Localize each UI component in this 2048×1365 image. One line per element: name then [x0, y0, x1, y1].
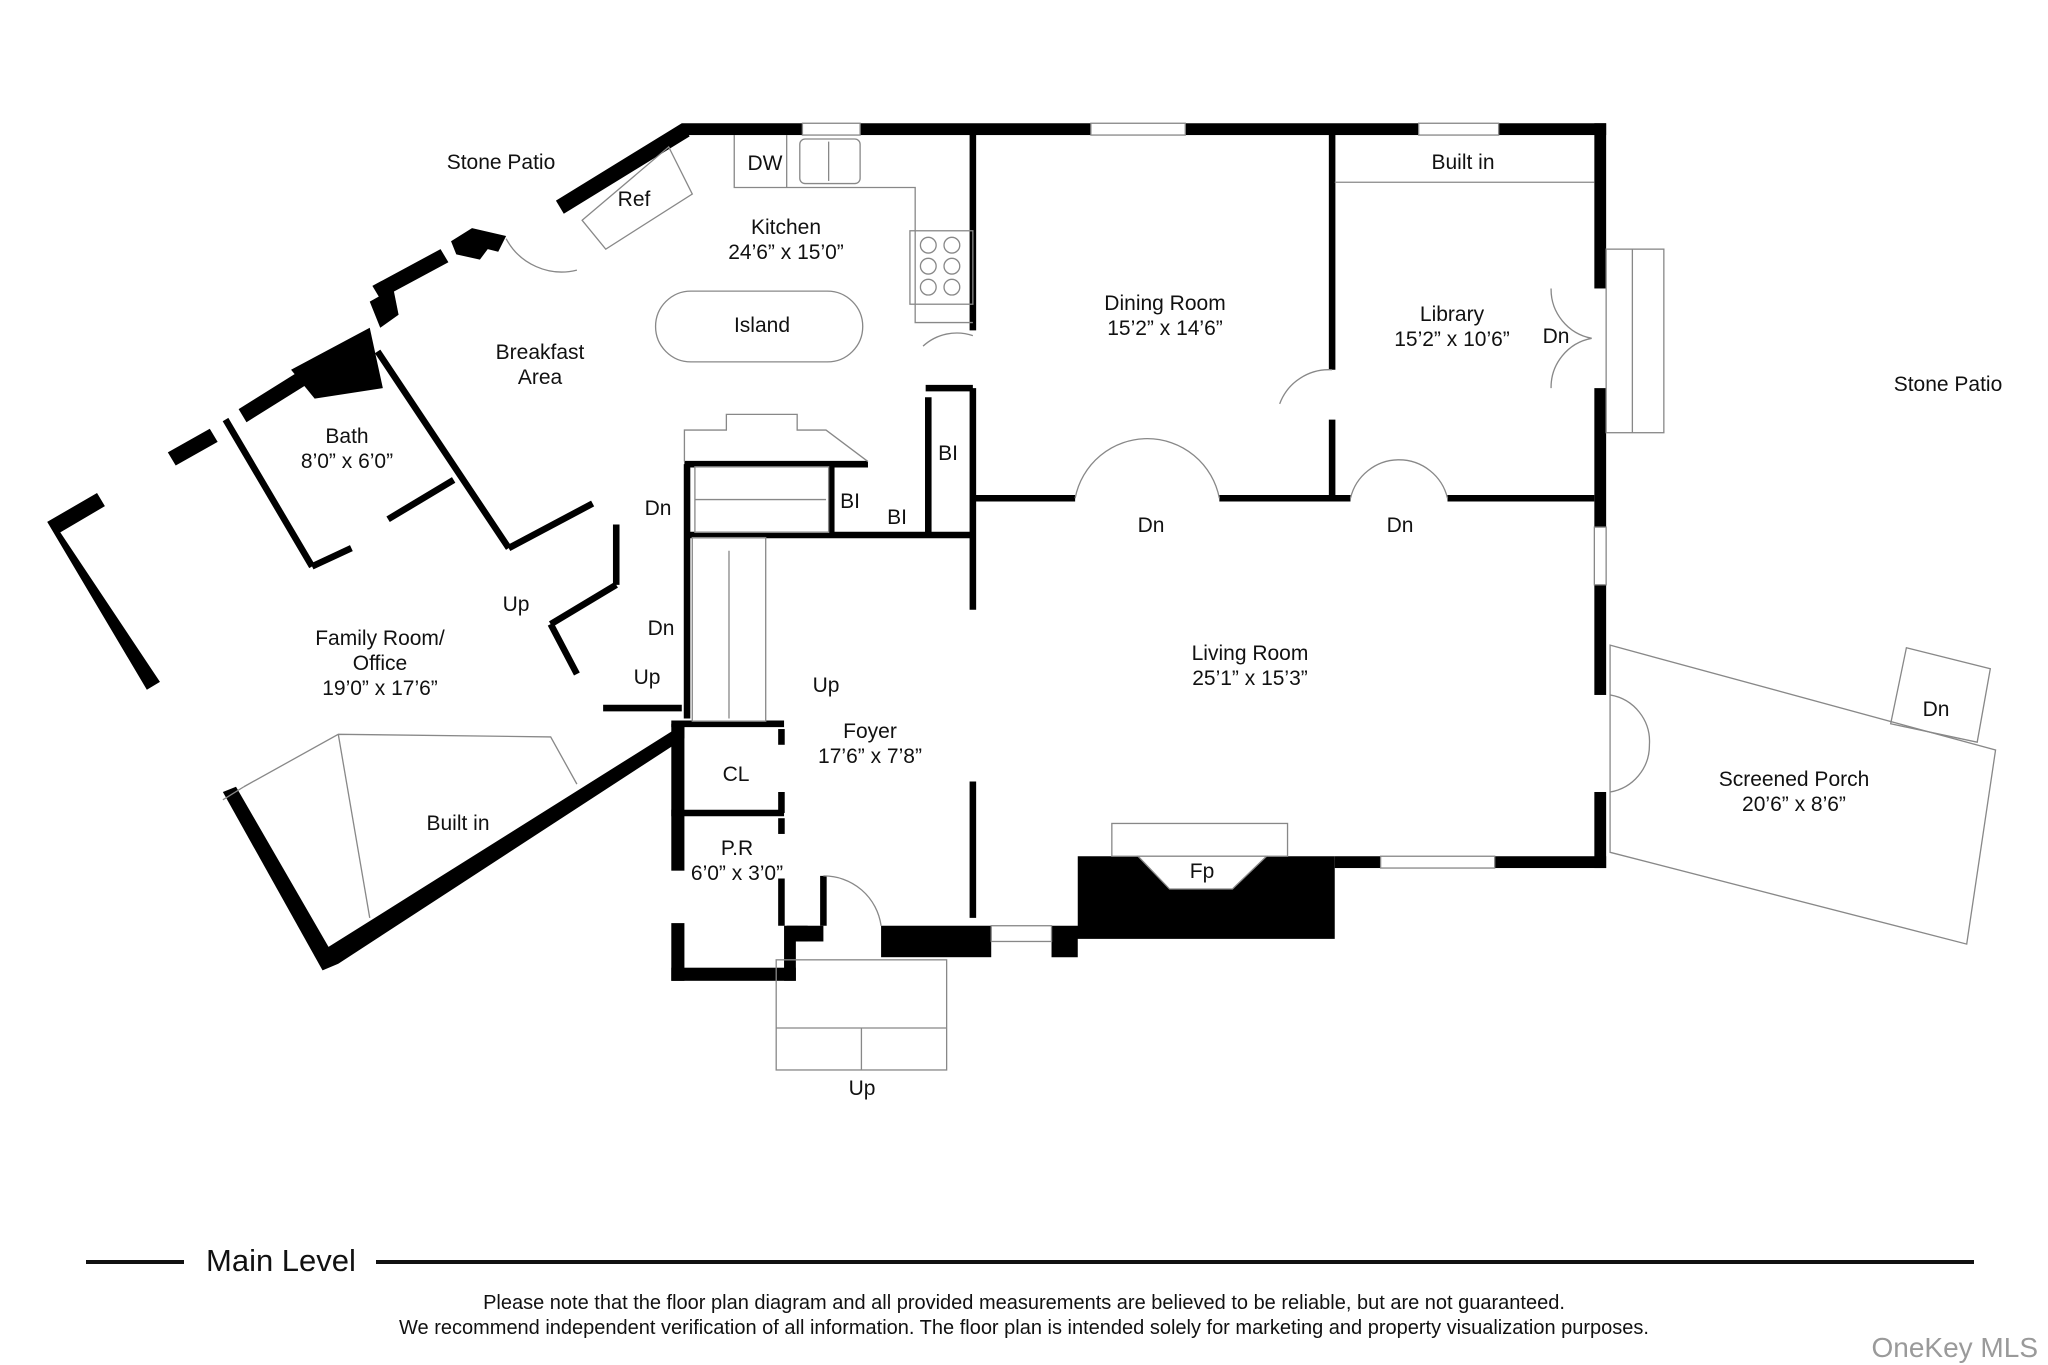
island-label: Island	[733, 314, 791, 337]
room-name: Kitchen	[750, 216, 822, 239]
disclaimer-line-2: We recommend independent verification of…	[399, 1317, 1649, 1339]
title-rule-right	[376, 1260, 1974, 1264]
interior-walls	[222, 135, 1595, 926]
stair-label-landing-up: Up	[633, 666, 661, 689]
family-built-in-label: Built in	[426, 812, 490, 835]
stair-label-entry-up: Up	[848, 1077, 876, 1100]
fireplace-label: Fp	[1189, 860, 1215, 883]
room-name: P.R	[720, 837, 754, 860]
room-label-foyer: Foyer 17’6” x 7’8”	[818, 719, 922, 769]
room-dimensions: 15’2” x 14’6”	[1107, 317, 1223, 340]
stair-label-foyer-up: Up	[812, 674, 840, 697]
room-dimensions: 20’6” x 8’6”	[1742, 793, 1846, 816]
room-label-living-room: Living Room 25’1” x 15’3”	[1192, 641, 1309, 691]
level-title: Main Level	[206, 1243, 356, 1278]
room-dimensions: 25’1” x 15’3”	[1192, 667, 1308, 690]
room-name-line1: Family Room/	[315, 627, 445, 650]
stair-label-mid-dn: Dn	[647, 617, 675, 640]
built-in-label-2: BI	[840, 490, 860, 513]
room-label-dining-room: Dining Room 15’2” x 14’6”	[1104, 291, 1225, 341]
room-name: Screened Porch	[1718, 768, 1870, 791]
refrigerator-label: Ref	[617, 188, 651, 211]
disclaimer-line-1: Please note that the floor plan diagram …	[483, 1292, 1565, 1314]
dishwasher-label: DW	[747, 152, 783, 175]
stone-patio-label-left: Stone Patio	[446, 151, 556, 174]
room-dimensions: 8’0” x 6’0”	[300, 450, 394, 473]
stair-label-porch-dn: Dn	[1922, 698, 1950, 721]
library-built-in-label: Built in	[1431, 151, 1495, 174]
stair-label-dining-dn: Dn	[1137, 514, 1165, 537]
stair-label-top-dn: Dn	[644, 497, 672, 520]
exterior-walls	[47, 123, 1607, 981]
room-name-line2: Office	[352, 652, 408, 675]
stair-label-library-step-dn: Dn	[1386, 514, 1414, 537]
room-name: Living Room	[1191, 642, 1309, 665]
room-dimensions: 6’0” x 3’0”	[690, 862, 784, 885]
room-dimensions: 17’6” x 7’8”	[818, 745, 922, 768]
room-label-powder-room: P.R 6’0” x 3’0”	[691, 836, 783, 886]
room-label-library: Library 15’2” x 10’6”	[1394, 302, 1510, 352]
room-name: Library	[1419, 303, 1485, 326]
title-rule-left	[86, 1260, 184, 1264]
watermark: OneKey MLS	[1871, 1332, 2038, 1363]
fixtures	[222, 122, 1997, 1071]
stair-label-library-dn: Dn	[1542, 325, 1570, 348]
room-name-line2: Area	[517, 366, 563, 389]
room-name: Foyer	[843, 720, 897, 743]
room-dimensions: 15’2” x 10’6”	[1394, 328, 1510, 351]
room-label-bath: Bath 8’0” x 6’0”	[301, 424, 393, 474]
stone-patio-label-right: Stone Patio	[1893, 373, 2003, 396]
stair-label-family-up: Up	[502, 593, 530, 616]
room-label-breakfast-area: Breakfast Area	[496, 340, 585, 390]
level-title-row: Main Level	[86, 1243, 1974, 1279]
room-name-line1: Breakfast	[495, 341, 585, 364]
room-name: Dining Room	[1104, 292, 1226, 315]
room-label-screened-porch: Screened Porch 20’6” x 8’6”	[1719, 767, 1870, 817]
closet-label: CL	[722, 763, 750, 786]
room-dimensions: 19’0” x 17’6”	[322, 677, 438, 700]
room-label-family-room: Family Room/ Office 19’0” x 17’6”	[315, 626, 445, 701]
built-in-label-3: BI	[887, 506, 907, 529]
room-name: Bath	[325, 425, 369, 448]
built-in-label-1: BI	[938, 442, 958, 465]
room-label-kitchen: Kitchen 24’6” x 15’0”	[728, 215, 844, 265]
room-dimensions: 24’6” x 15’0”	[728, 241, 844, 264]
